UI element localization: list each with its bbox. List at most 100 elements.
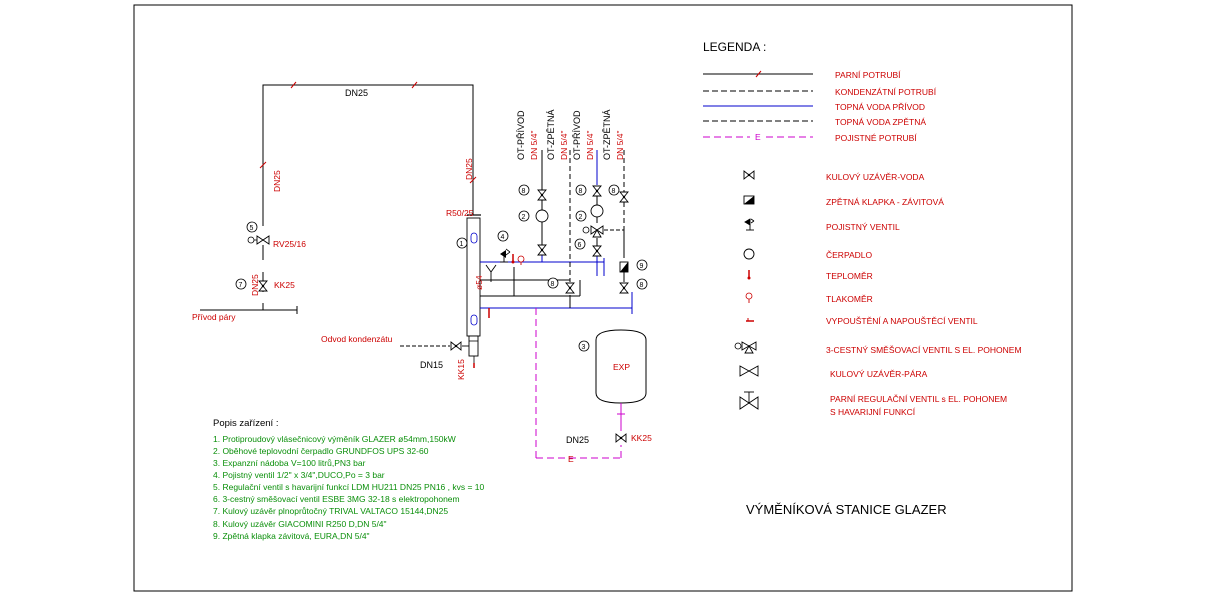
branch-dn-1: DN 5/4"	[529, 131, 539, 160]
dn15-label: DN15	[420, 360, 443, 370]
description-item-9: 9. Zpětná klapka závitová, EURA,DN 5/4"	[213, 531, 370, 541]
svg-text:3: 3	[582, 344, 586, 351]
description-item-3: 3. Expanzní nádoba V=100 litrů,PN3 bar	[213, 458, 366, 468]
legend-line-safety: POJISTNÉ POTRUBÍ	[835, 133, 917, 143]
ball-valve-8g	[619, 282, 629, 294]
svg-text:8: 8	[579, 188, 583, 195]
ball-valve-8e	[592, 245, 602, 257]
description-item-5: 5. Regulační ventil s havarijní funkcí L…	[213, 482, 485, 492]
expansion-tank: 3	[578, 329, 647, 431]
svg-text:1: 1	[460, 241, 464, 248]
ball-valve-steam-legend-icon	[739, 365, 759, 377]
strainer-y-icon	[485, 264, 497, 282]
svg-text:7: 7	[239, 282, 243, 289]
ball-valve-exp	[615, 433, 627, 443]
dn25-left2-label: DN25	[250, 274, 260, 296]
ball-valve-8f	[619, 191, 629, 203]
pump-icon	[535, 204, 604, 223]
description-item-7: 7. Kulový uzávěr plnoprůtočný TRIVAL VAL…	[213, 506, 448, 516]
drawing-title: VÝMĚNÍKOVÁ STANICE GLAZER	[746, 502, 947, 517]
control-valve-5: 5	[246, 221, 270, 245]
branch-label-2: OT-ZPĚTNÁ	[546, 109, 556, 160]
branch-label-3: OT-PŘÍVOD	[572, 110, 582, 160]
legend-symbol-7: 3-CESTNÝ SMĚŠOVACÍ VENTIL S EL. POHONEM	[826, 345, 1022, 355]
legend-line-return: TOPNÁ VODA ZPĚTNÁ	[835, 117, 926, 127]
diameter-label: ø54	[474, 275, 484, 290]
pump-legend-icon	[743, 248, 755, 260]
safety-valve-icon	[744, 218, 755, 231]
legend-line-steam: PARNÍ POTRUBÍ	[835, 70, 901, 80]
reducer-label: R50/25	[446, 208, 474, 218]
manometer-icon	[517, 255, 525, 265]
branch-dn-2: DN 5/4"	[559, 131, 569, 160]
drain-valve-legend-icon	[746, 318, 754, 322]
dn25-right-label: DN25	[464, 158, 474, 180]
safety-valve-4	[500, 248, 511, 263]
legend-line-supply: TOPNÁ VODA PŘÍVOD	[835, 102, 925, 112]
svg-text:2: 2	[522, 214, 526, 221]
ball-valve-water-icon	[743, 170, 755, 180]
three-way-valve-legend-icon	[734, 341, 757, 354]
branch-dn-4: DN 5/4"	[615, 131, 625, 160]
description-item-6: 6. 3-cestný směšovací ventil ESBE 3MG 32…	[213, 494, 460, 504]
dn25-bottom-label: DN25	[566, 435, 589, 445]
legend-title: LEGENDA :	[703, 40, 766, 54]
ball-valve-8c	[565, 282, 575, 294]
ball-valve-8a	[537, 189, 547, 201]
branch-label-4: OT-ZPĚTNÁ	[602, 109, 612, 160]
ball-valve-7: 7	[235, 278, 268, 292]
legend-symbol-6: VYPOUŠTĚNÍ A NAPOUŠTĚCÍ VENTIL	[826, 316, 978, 326]
svg-text:8: 8	[522, 188, 526, 195]
check-valve-9	[619, 261, 629, 273]
ball-valve-8b	[537, 244, 547, 256]
manometer-legend-icon	[745, 292, 753, 303]
ball-valve-kk15	[450, 341, 462, 351]
description-item-8: 8. Kulový uzávěr GIACOMINI R250 D,DN 5/4…	[213, 519, 387, 529]
three-way-valve-6	[582, 225, 604, 238]
drawing-frame	[133, 4, 1073, 592]
thermometer-icon	[511, 254, 515, 264]
legend-symbol-1: ZPĚTNÁ KLAPKA - ZÁVITOVÁ	[826, 197, 944, 207]
description-title: Popis zařízení :	[213, 418, 278, 429]
kk25-left-label: KK25	[274, 280, 295, 290]
thermometer-legend-icon	[747, 270, 751, 280]
svg-text:4: 4	[501, 234, 505, 241]
branch-dn-3: DN 5/4"	[585, 131, 595, 160]
heat-exchanger: 1	[456, 214, 481, 368]
svg-text:6: 6	[578, 242, 582, 249]
safety-piping	[535, 308, 622, 459]
description-item-1: 1. Protiproudový vlásečnicový výměník GL…	[213, 434, 456, 444]
svg-text:5: 5	[250, 225, 254, 232]
legend-line-condensate: KONDENZÁTNÍ POTRUBÍ	[835, 87, 937, 97]
legend-symbol-5: TLAKOMĚR	[826, 294, 873, 304]
dn25-left-label: DN25	[272, 170, 282, 192]
check-valve-icon	[743, 195, 755, 205]
branch-label-1: OT-PŘÍVOD	[516, 110, 526, 160]
steam-inlet-label: Přívod páry	[192, 312, 236, 322]
legend-symbol-9: PARNÍ REGULAČNÍ VENTIL s EL. POHONEM	[830, 394, 1007, 404]
callout-markers: 8 2 8 2 6 8 4 8 9 8	[497, 184, 648, 290]
safety-mark-label: E	[568, 454, 574, 464]
description-item-2: 2. Oběhové teplovodní čerpadlo GRUNDFOS …	[213, 446, 429, 456]
legend-symbol-3: ČERPADLO	[826, 250, 873, 260]
condensate-out-label: Odvod kondenzátu	[321, 334, 393, 344]
legend-symbol-0: KULOVÝ UZÁVĚR-VODA	[826, 172, 925, 182]
svg-text:9: 9	[640, 263, 644, 270]
kk15-label: KK15	[456, 359, 466, 380]
rv-valve-label: RV25/16	[273, 239, 306, 249]
dn25-top-label: DN25	[345, 88, 368, 98]
legend-symbol-4: TEPLOMĚR	[826, 271, 873, 281]
exp-tank-label: EXP	[613, 362, 630, 372]
description-item-4: 4. Pojistný ventil 1/2" x 3/4",DUCO,Po =…	[213, 470, 385, 480]
control-valve-legend-icon	[739, 391, 759, 410]
svg-text:8: 8	[612, 188, 616, 195]
svg-text:8: 8	[551, 281, 555, 288]
ball-valve-8d	[592, 185, 602, 197]
legend-symbol-8: KULOVÝ UZÁVĚR-PÁRA	[830, 369, 928, 379]
svg-text:2: 2	[579, 214, 583, 221]
kk25-exp-label: KK25	[631, 433, 652, 443]
svg-text:8: 8	[640, 282, 644, 289]
legend-symbol-9-line2: S HAVARIJNÍ FUNKCÍ	[830, 407, 916, 417]
legend-symbol-2: POJISTNÝ VENTIL	[826, 222, 900, 232]
